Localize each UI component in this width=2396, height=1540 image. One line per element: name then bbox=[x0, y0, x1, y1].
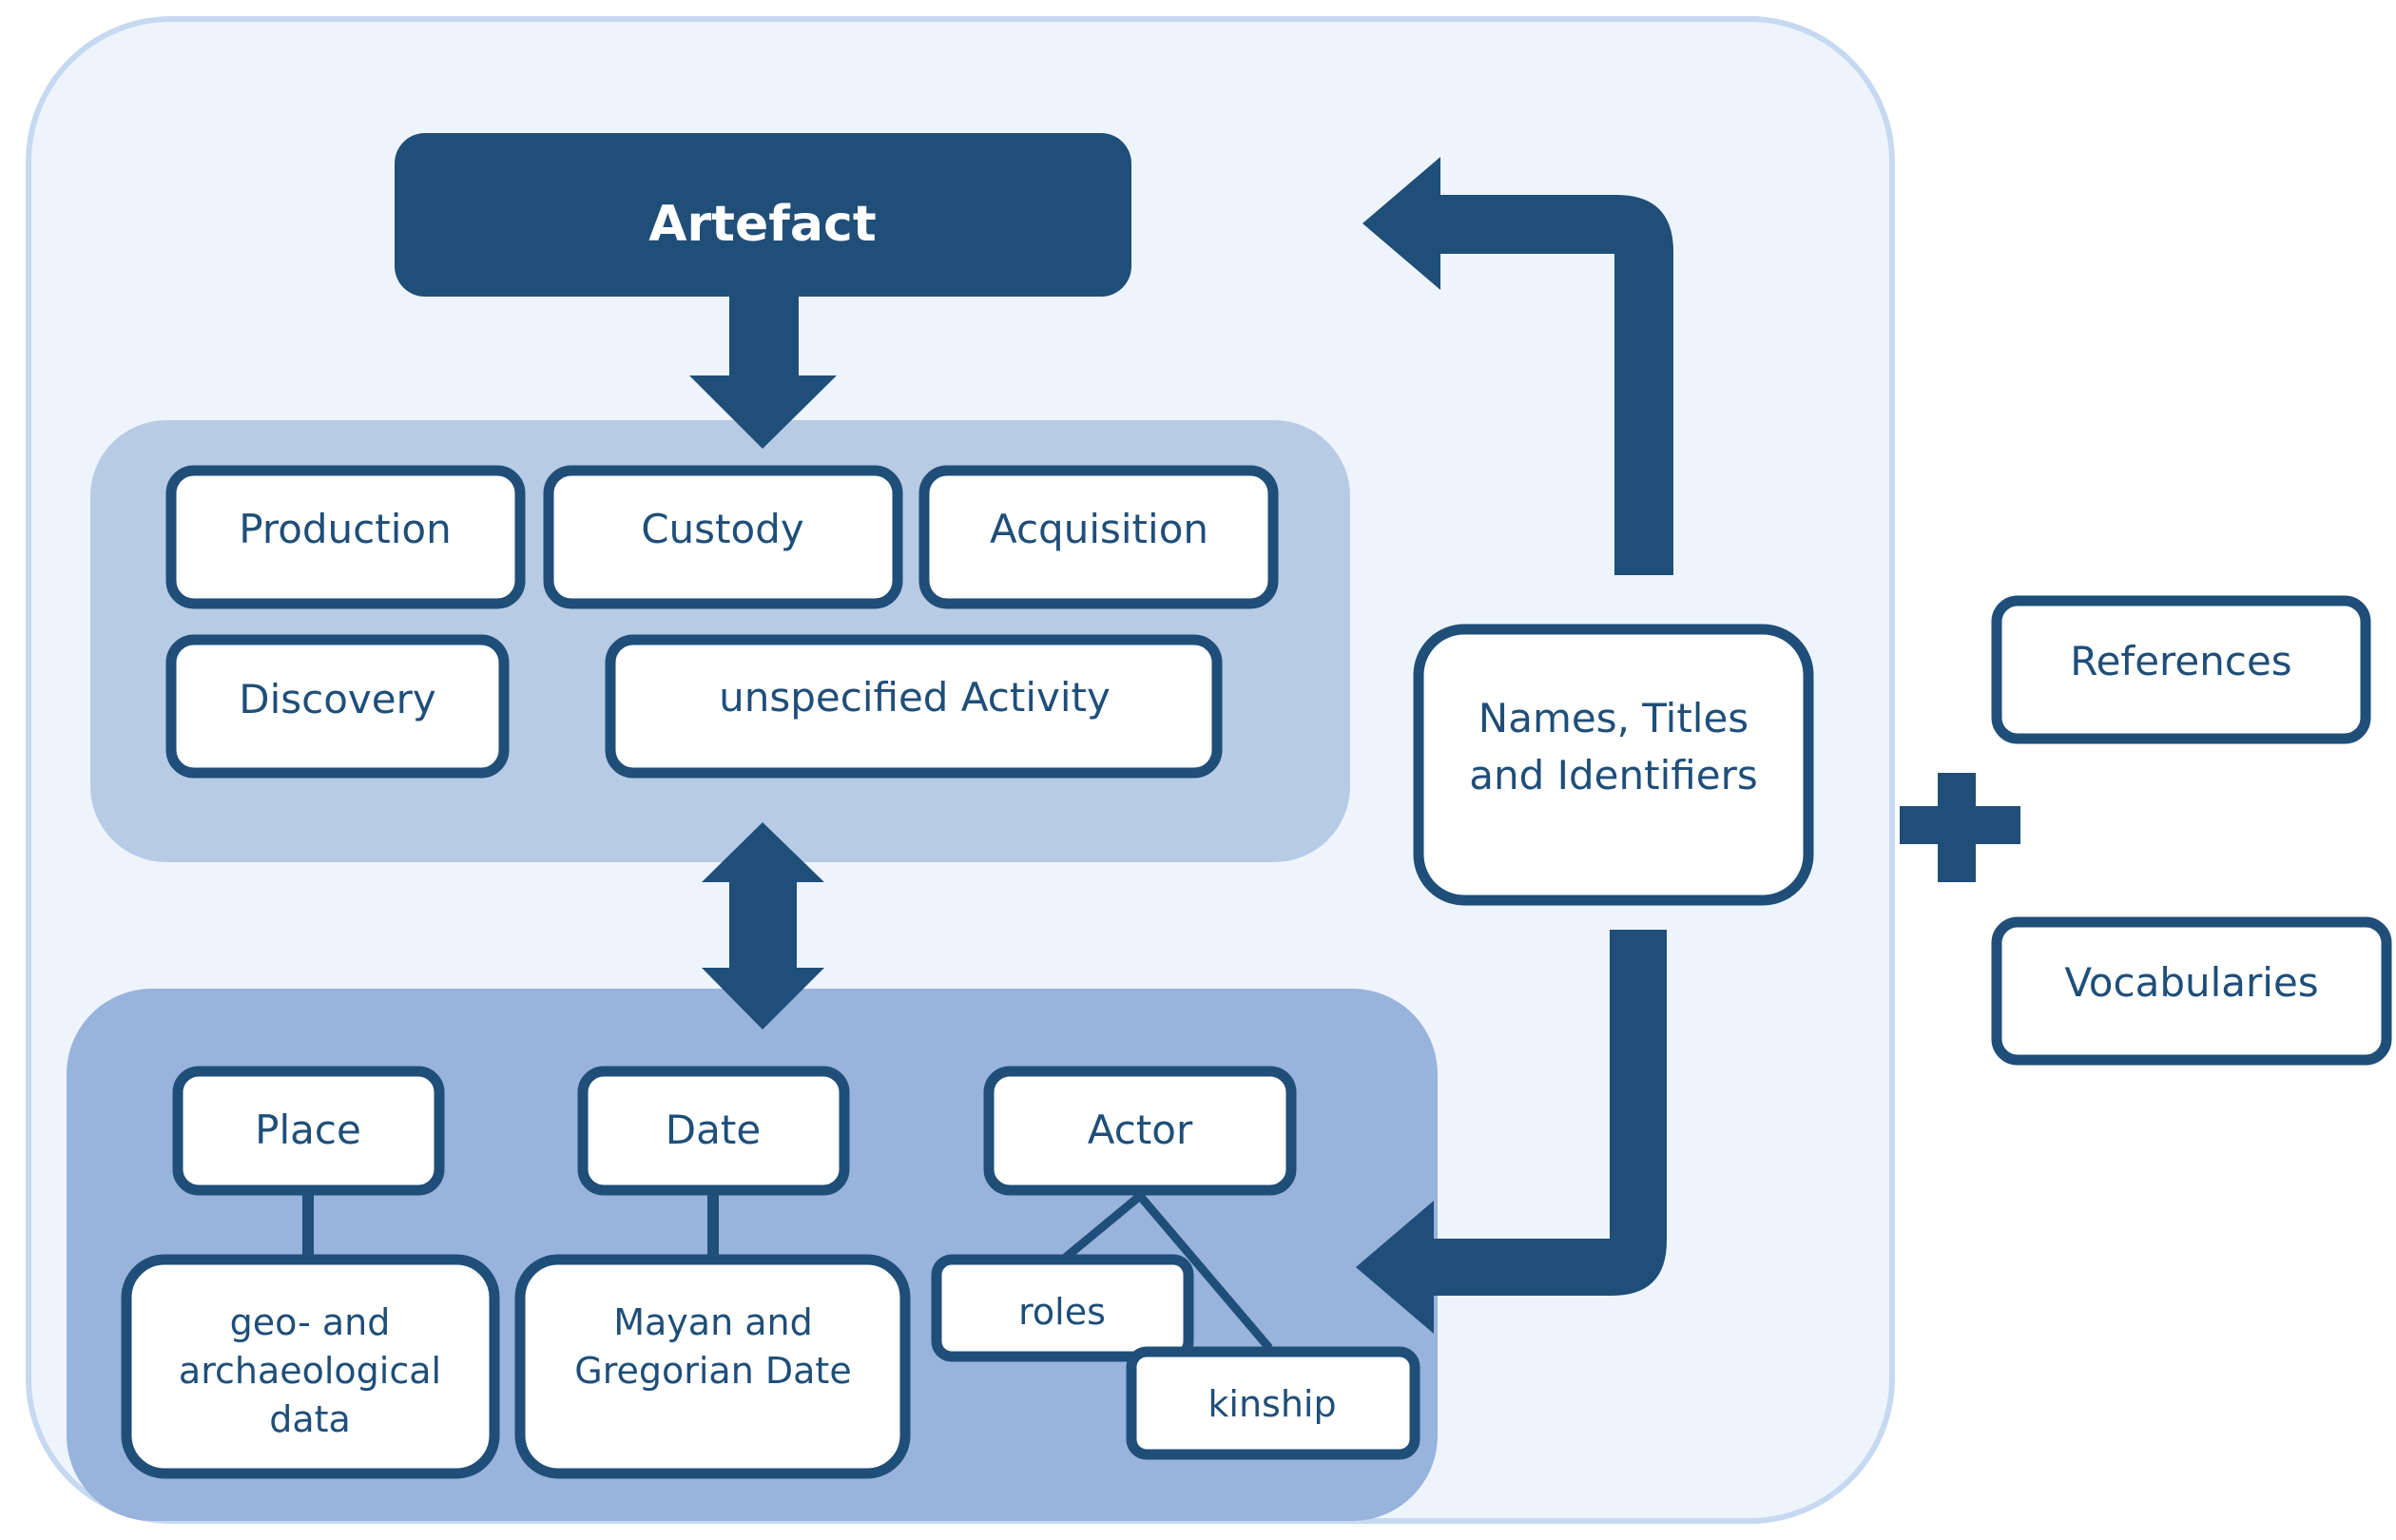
activity-entity-double-arrow bbox=[702, 822, 824, 1030]
production-label: Production bbox=[239, 506, 451, 552]
actor-kinship-connector bbox=[1136, 1193, 1273, 1351]
place-label: Place bbox=[255, 1107, 361, 1153]
place-detail-line-2: archaeological bbox=[179, 1350, 441, 1392]
date-detail-line-2: Gregorian Date bbox=[574, 1350, 851, 1392]
date-detail-node: Mayan and Gregorian Date bbox=[514, 1254, 911, 1479]
date-label: Date bbox=[666, 1107, 761, 1153]
actor-label: Actor bbox=[1088, 1107, 1193, 1153]
names-to-entity-arrow bbox=[1356, 930, 1667, 1334]
discovery-label: Discovery bbox=[239, 676, 436, 722]
actor-roles-connector bbox=[1054, 1192, 1143, 1268]
names-titles-identifiers-node: Names, Titles and Identifiers bbox=[1413, 624, 1814, 906]
artefact-down-arrow bbox=[689, 297, 837, 449]
date-node: Date bbox=[577, 1066, 850, 1196]
acquisition-label: Acquisition bbox=[990, 506, 1208, 552]
roles-label: roles bbox=[1018, 1291, 1106, 1333]
names-to-artefact-arrow bbox=[1362, 157, 1673, 575]
references-label: References bbox=[2070, 638, 2291, 684]
vocabularies-label: Vocabularies bbox=[2064, 959, 2318, 1006]
names-line-1: Names, Titles bbox=[1478, 695, 1749, 741]
vocabularies-node: Vocabularies bbox=[1991, 916, 2392, 1066]
actor-node: Actor bbox=[983, 1066, 1297, 1196]
place-node: Place bbox=[172, 1066, 445, 1196]
artefact-node: Artefact bbox=[395, 133, 1131, 297]
place-detail-line-1: geo- and bbox=[230, 1301, 391, 1343]
place-detail-node: geo- and archaeological data bbox=[121, 1254, 500, 1479]
unspecified-activity-node: unspecified Activity bbox=[605, 634, 1223, 779]
production-node: Production bbox=[165, 465, 526, 609]
kinship-node: kinship bbox=[1126, 1346, 1420, 1460]
custody-label: Custody bbox=[641, 506, 804, 552]
plus-icon bbox=[1900, 773, 2020, 882]
kinship-label: kinship bbox=[1208, 1383, 1336, 1425]
place-connector bbox=[302, 1190, 314, 1257]
artefact-label: Artefact bbox=[648, 196, 876, 253]
date-connector bbox=[707, 1190, 719, 1257]
roles-node: roles bbox=[931, 1254, 1194, 1362]
date-detail-line-1: Mayan and bbox=[613, 1301, 813, 1343]
place-detail-line-3: data bbox=[269, 1398, 351, 1440]
acquisition-node: Acquisition bbox=[918, 465, 1279, 609]
references-node: References bbox=[1991, 595, 2371, 744]
unspecified-activity-label: unspecified Activity bbox=[719, 674, 1111, 721]
custody-node: Custody bbox=[543, 465, 903, 609]
discovery-node: Discovery bbox=[165, 634, 510, 779]
names-line-2: and Identifiers bbox=[1469, 752, 1757, 799]
